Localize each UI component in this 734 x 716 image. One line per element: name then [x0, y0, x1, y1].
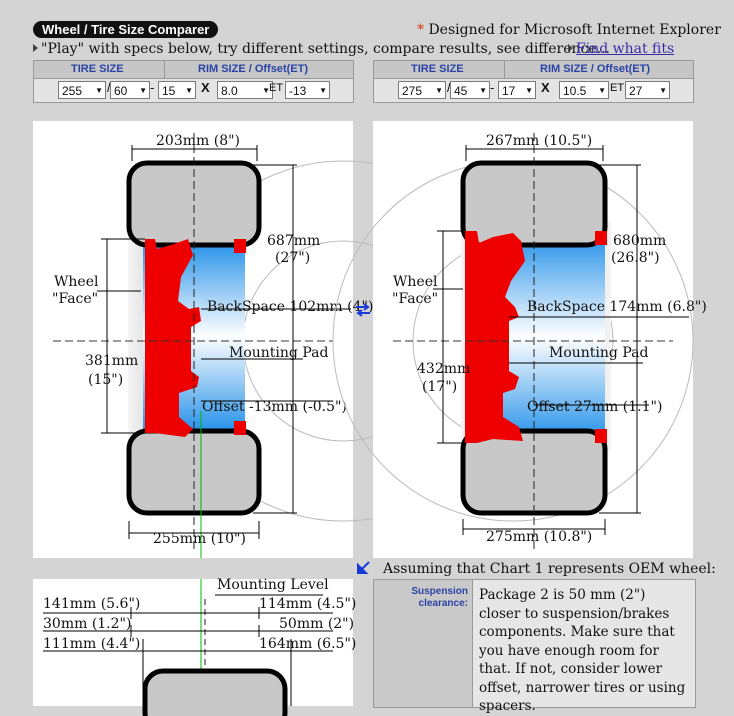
tire-width-select[interactable]: 275	[398, 81, 446, 100]
rim-size-header: RIM SIZE / Offset(ET)	[540, 63, 650, 75]
rim-diameter-select[interactable]: 15	[158, 81, 196, 100]
face-label: "Face"	[52, 291, 99, 307]
wheel-chart-2: 267mm (10.5") 680mm (26.8") Wheel "Face"…	[332, 121, 707, 558]
rim-size-header: RIM SIZE / Offset(ET)	[198, 63, 308, 75]
diameter-in-label: (27")	[275, 250, 311, 266]
wheel-label: Wheel	[393, 274, 438, 290]
mounting-level-label: Mounting Level	[217, 577, 329, 593]
rim-width-label: 267mm (10.5")	[486, 133, 593, 149]
rim-width-label: 203mm (8")	[156, 133, 241, 149]
tire-size-header: TIRE SIZE	[411, 63, 464, 75]
swap-arrows-icon[interactable]	[355, 303, 371, 317]
compare-row-1-right: 114mm (4.5")	[259, 596, 357, 612]
assumption-text: Assuming that Chart 1 represents OEM whe…	[383, 561, 716, 577]
compare-row-2-left: 30mm (1.2")	[43, 616, 132, 632]
note-star: *	[417, 22, 424, 38]
dash-symbol: -	[150, 80, 155, 95]
mounting-pad-label: Mounting Pad	[229, 345, 329, 361]
offset-label: Offset -13mm (-0.5")	[202, 399, 347, 415]
bullet-arrow-icon	[33, 44, 38, 52]
rim-width-select[interactable]: 8.0	[217, 81, 273, 100]
rim-width-select[interactable]: 10.5	[559, 81, 609, 100]
suspension-clearance-box: Suspension clearance: Package 2 is 50 mm…	[373, 579, 696, 714]
slash-symbol: /	[107, 80, 111, 95]
app-title: Wheel / Tire Size Comparer	[33, 21, 219, 38]
wheel-label: Wheel	[54, 274, 99, 290]
designed-for-text: Designed for Microsoft Internet Explorer	[428, 22, 721, 38]
spec-panel-1: TIRE SIZE RIM SIZE / Offset(ET) 255 / 60…	[33, 60, 354, 103]
wheel-diagram-2	[332, 133, 694, 553]
backspace-label: BackSpace 102mm (4")	[207, 299, 374, 315]
link-arrow-icon	[568, 44, 573, 52]
compare-diagram: Mounting Level 141mm (5.6") 114mm (4.5")…	[33, 577, 357, 716]
aspect-ratio-select[interactable]: 45	[450, 81, 490, 100]
face-label: "Face"	[392, 291, 439, 307]
down-left-arrow-icon	[357, 561, 370, 574]
diameter-mm-label: 680mm	[613, 233, 667, 249]
offset-label: Offset 27mm (1.1")	[527, 399, 663, 415]
spec-header: TIRE SIZE RIM SIZE / Offset(ET)	[34, 61, 353, 79]
tire-width-select[interactable]: 255	[58, 81, 106, 100]
backspace-label: BackSpace 174mm (6.8")	[527, 299, 707, 315]
times-symbol: X	[201, 80, 210, 95]
times-symbol: X	[541, 80, 550, 95]
et-label: ET	[269, 82, 284, 94]
aspect-ratio-select[interactable]: 60	[110, 81, 150, 100]
dash-symbol: -	[490, 80, 495, 95]
compare-lines	[43, 579, 333, 716]
intro-label: "Play" with specs below, try different s…	[41, 41, 610, 57]
wheel-diagram-1	[53, 133, 524, 558]
tire-width-label: 255mm (10")	[153, 531, 246, 547]
et-label: ET	[610, 82, 625, 94]
offset-select[interactable]: 27	[625, 81, 670, 100]
compare-row-1-left: 141mm (5.6")	[43, 596, 141, 612]
compare-row-3-right: 164mm (6.5")	[259, 636, 357, 652]
diameter-mm-label: 687mm	[267, 233, 321, 249]
compare-row-3-left: 111mm (4.4")	[43, 636, 141, 652]
offset-select[interactable]: -13	[285, 81, 330, 100]
tire-width-label: 275mm (10.8")	[486, 529, 593, 545]
designed-for-note: * Designed for Microsoft Internet Explor…	[417, 22, 721, 38]
find-what-fits-link[interactable]: Find what fits	[568, 41, 674, 57]
mounting-pad-label: Mounting Pad	[549, 345, 649, 361]
suspension-clearance-label: Suspension clearance:	[411, 586, 468, 609]
spec-header: TIRE SIZE RIM SIZE / Offset(ET)	[374, 61, 693, 79]
rim-diameter-select[interactable]: 17	[498, 81, 536, 100]
rim-dia-mm-label: 381mm	[85, 353, 139, 369]
compare-row-2-right: 50mm (2")	[279, 616, 355, 632]
suspension-clearance-text: Package 2 is 50 mm (2") closer to suspen…	[472, 580, 695, 714]
rim-dia-in-label: (17")	[422, 379, 458, 395]
rim-dia-in-label: (15")	[88, 372, 124, 388]
diameter-in-label: (26.8")	[611, 250, 660, 266]
spec-panel-2: TIRE SIZE RIM SIZE / Offset(ET) 275 / 45…	[373, 60, 694, 103]
rim-dia-mm-label: 432mm	[417, 361, 471, 377]
slash-symbol: /	[447, 80, 451, 95]
find-link-label[interactable]: Find what fits	[576, 41, 675, 57]
wheel-chart-1: 203mm (8") 687mm (27") Wheel "Face" Back…	[33, 121, 524, 558]
intro-text: "Play" with specs below, try different s…	[33, 41, 610, 57]
tire-size-header: TIRE SIZE	[71, 63, 124, 75]
